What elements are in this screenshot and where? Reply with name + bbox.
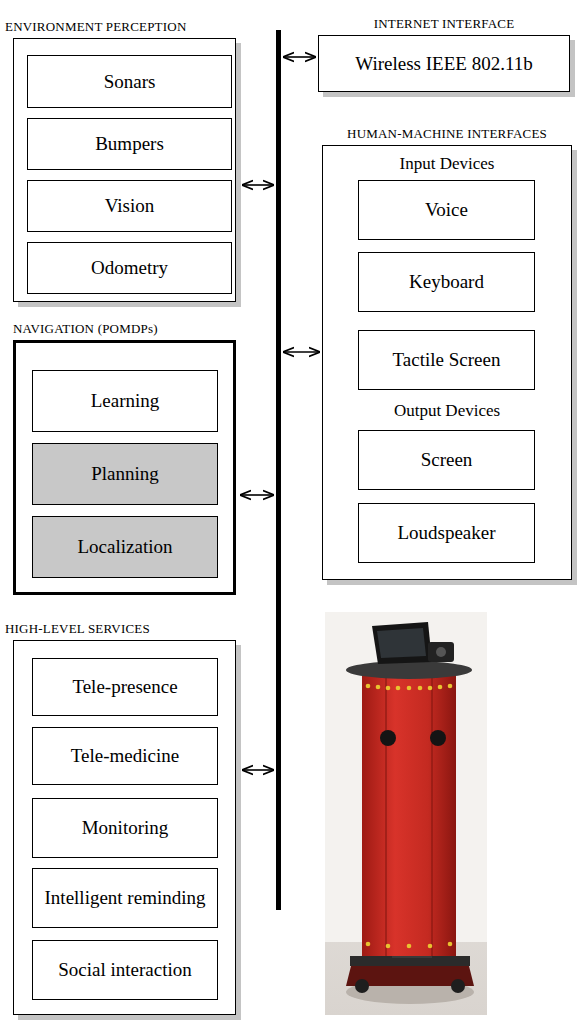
robot-speaker (380, 730, 396, 746)
module-box: Localization (32, 516, 218, 578)
robot-screen (372, 622, 432, 664)
sensor-box: Odometry (27, 242, 232, 294)
device-box: Loudspeaker (358, 503, 535, 563)
robot-edge (386, 672, 387, 956)
box-label: Monitoring (76, 817, 175, 839)
robot-photo (325, 612, 487, 1015)
box-label: Learning (85, 390, 166, 412)
bus-arrow (284, 351, 319, 353)
box-label: Keyboard (403, 271, 490, 293)
box-label: Voice (419, 199, 474, 221)
system-bus (276, 30, 281, 910)
box-label: Sonars (98, 71, 162, 93)
box-label: Tele-presence (66, 676, 183, 698)
box-label: Social interaction (52, 959, 197, 981)
service-box: Intelligent reminding (32, 868, 218, 928)
robot-edge (432, 672, 433, 956)
robot-lens (436, 647, 446, 657)
group-box: LearningPlanningLocalizationNAVIGATION (… (13, 340, 236, 595)
service-box: Tele-medicine (32, 727, 218, 785)
sensor-box: Bumpers (27, 118, 232, 170)
robot-wheel (355, 979, 369, 993)
box-label: Loudspeaker (391, 522, 501, 544)
robot-body (362, 672, 456, 956)
interface-box: INTERNET INTERFACEWireless IEEE 802.11b (318, 35, 570, 92)
section-heading: ENVIRONMENT PERCEPTION (5, 20, 186, 35)
subgroup-heading: Input Devices (323, 154, 571, 174)
section-heading: NAVIGATION (POMDPs) (13, 322, 158, 337)
group-box: SonarsBumpersVisionOdometryENVIRONMENT P… (13, 38, 236, 302)
box-label: Bumpers (89, 133, 170, 155)
module-box: Learning (32, 370, 218, 432)
bus-arrow (241, 494, 273, 496)
robot-wheel (451, 979, 465, 993)
sensor-box: Sonars (27, 55, 232, 108)
box-label: Vision (99, 195, 161, 217)
box-label: Wireless IEEE 802.11b (349, 53, 538, 75)
device-box: Screen (358, 430, 535, 490)
section-heading: HIGH-LEVEL SERVICES (5, 622, 150, 637)
bus-arrows (241, 57, 319, 770)
box-label: Odometry (85, 257, 174, 279)
sensor-box: Vision (27, 180, 232, 232)
robot-camera (428, 642, 454, 662)
box-label: Tele-medicine (65, 745, 185, 767)
bus-arrow (243, 769, 273, 771)
photo-ground (325, 612, 487, 1015)
module-box: Planning (32, 443, 218, 505)
robot-screen-glass (377, 628, 426, 658)
box-label: Planning (85, 463, 165, 485)
subgroup-heading: Output Devices (323, 401, 571, 421)
section-heading: INTERNET INTERFACE (374, 17, 515, 32)
box-label: Screen (415, 449, 479, 471)
service-box: Monitoring (32, 798, 218, 858)
bus-arrow (243, 184, 273, 186)
robot-sensor-ring (366, 684, 453, 949)
service-box: Tele-presence (32, 658, 218, 716)
device-box: Tactile Screen (358, 330, 535, 390)
device-box: Keyboard (358, 252, 535, 312)
group-box: Tele-presenceTele-medicineMonitoringInte… (13, 640, 236, 1015)
box-label: Intelligent reminding (39, 887, 212, 909)
group-box: VoiceKeyboardTactile ScreenScreenLoudspe… (322, 145, 572, 580)
device-box: Voice (358, 180, 535, 240)
section-heading: HUMAN-MACHINE INTERFACES (347, 127, 547, 142)
box-label: Localization (72, 536, 179, 558)
bus-arrow (284, 56, 315, 58)
service-box: Social interaction (32, 940, 218, 1000)
robot-top-plate (346, 661, 472, 679)
robot-speaker (430, 730, 446, 746)
box-label: Tactile Screen (387, 349, 507, 371)
